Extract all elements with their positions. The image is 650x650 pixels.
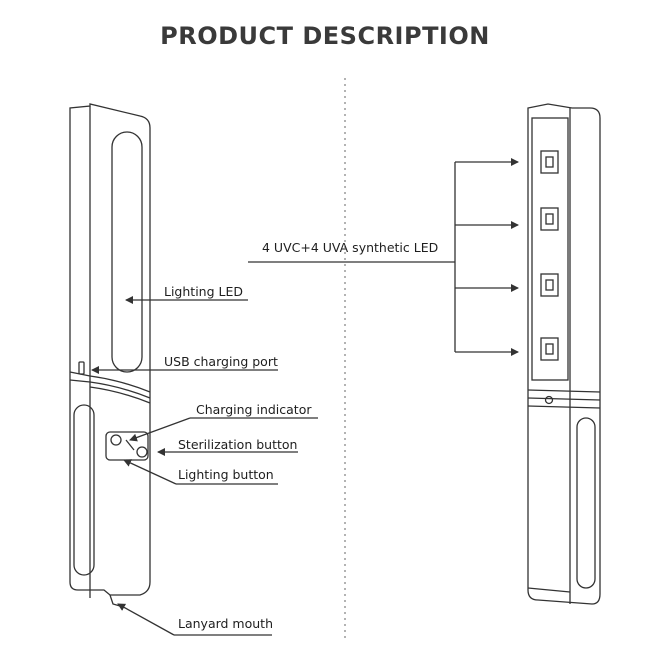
label-lighting-led: Lighting LED: [164, 284, 243, 299]
back-indicator-dot: [544, 395, 554, 405]
charging-indicator-leader-2: [129, 417, 191, 442]
label-lanyard-mouth: Lanyard mouth: [178, 616, 273, 631]
lighting-button-leader-2: [123, 459, 177, 485]
uv-led-2: [540, 207, 559, 231]
usb-port: [78, 361, 85, 375]
label-lighting-button: Lighting button: [178, 467, 274, 482]
side-slot: [73, 404, 95, 576]
uv-led-4: [540, 337, 559, 361]
lanyard-mouth-leader-2: [117, 603, 175, 636]
sterilization-button: [110, 434, 122, 446]
label-sterilization-button: Sterilization button: [178, 437, 297, 452]
label-usb-port: USB charging port: [164, 354, 278, 369]
uv-led-3: [540, 273, 559, 297]
back-slot: [576, 417, 596, 589]
device-back-view: [527, 103, 601, 605]
device-front-view: [69, 103, 151, 607]
label-uv-led: 4 UVC+4 UVA synthetic LED: [262, 240, 438, 255]
uv-led-callout: [248, 158, 519, 356]
uv-led-module: [531, 117, 569, 381]
lighting-button: [136, 446, 148, 458]
lighting-led-window: [111, 131, 143, 373]
label-charging-indicator: Charging indicator: [196, 402, 312, 417]
uv-led-1: [540, 150, 559, 174]
page-title: PRODUCT DESCRIPTION: [160, 22, 490, 50]
